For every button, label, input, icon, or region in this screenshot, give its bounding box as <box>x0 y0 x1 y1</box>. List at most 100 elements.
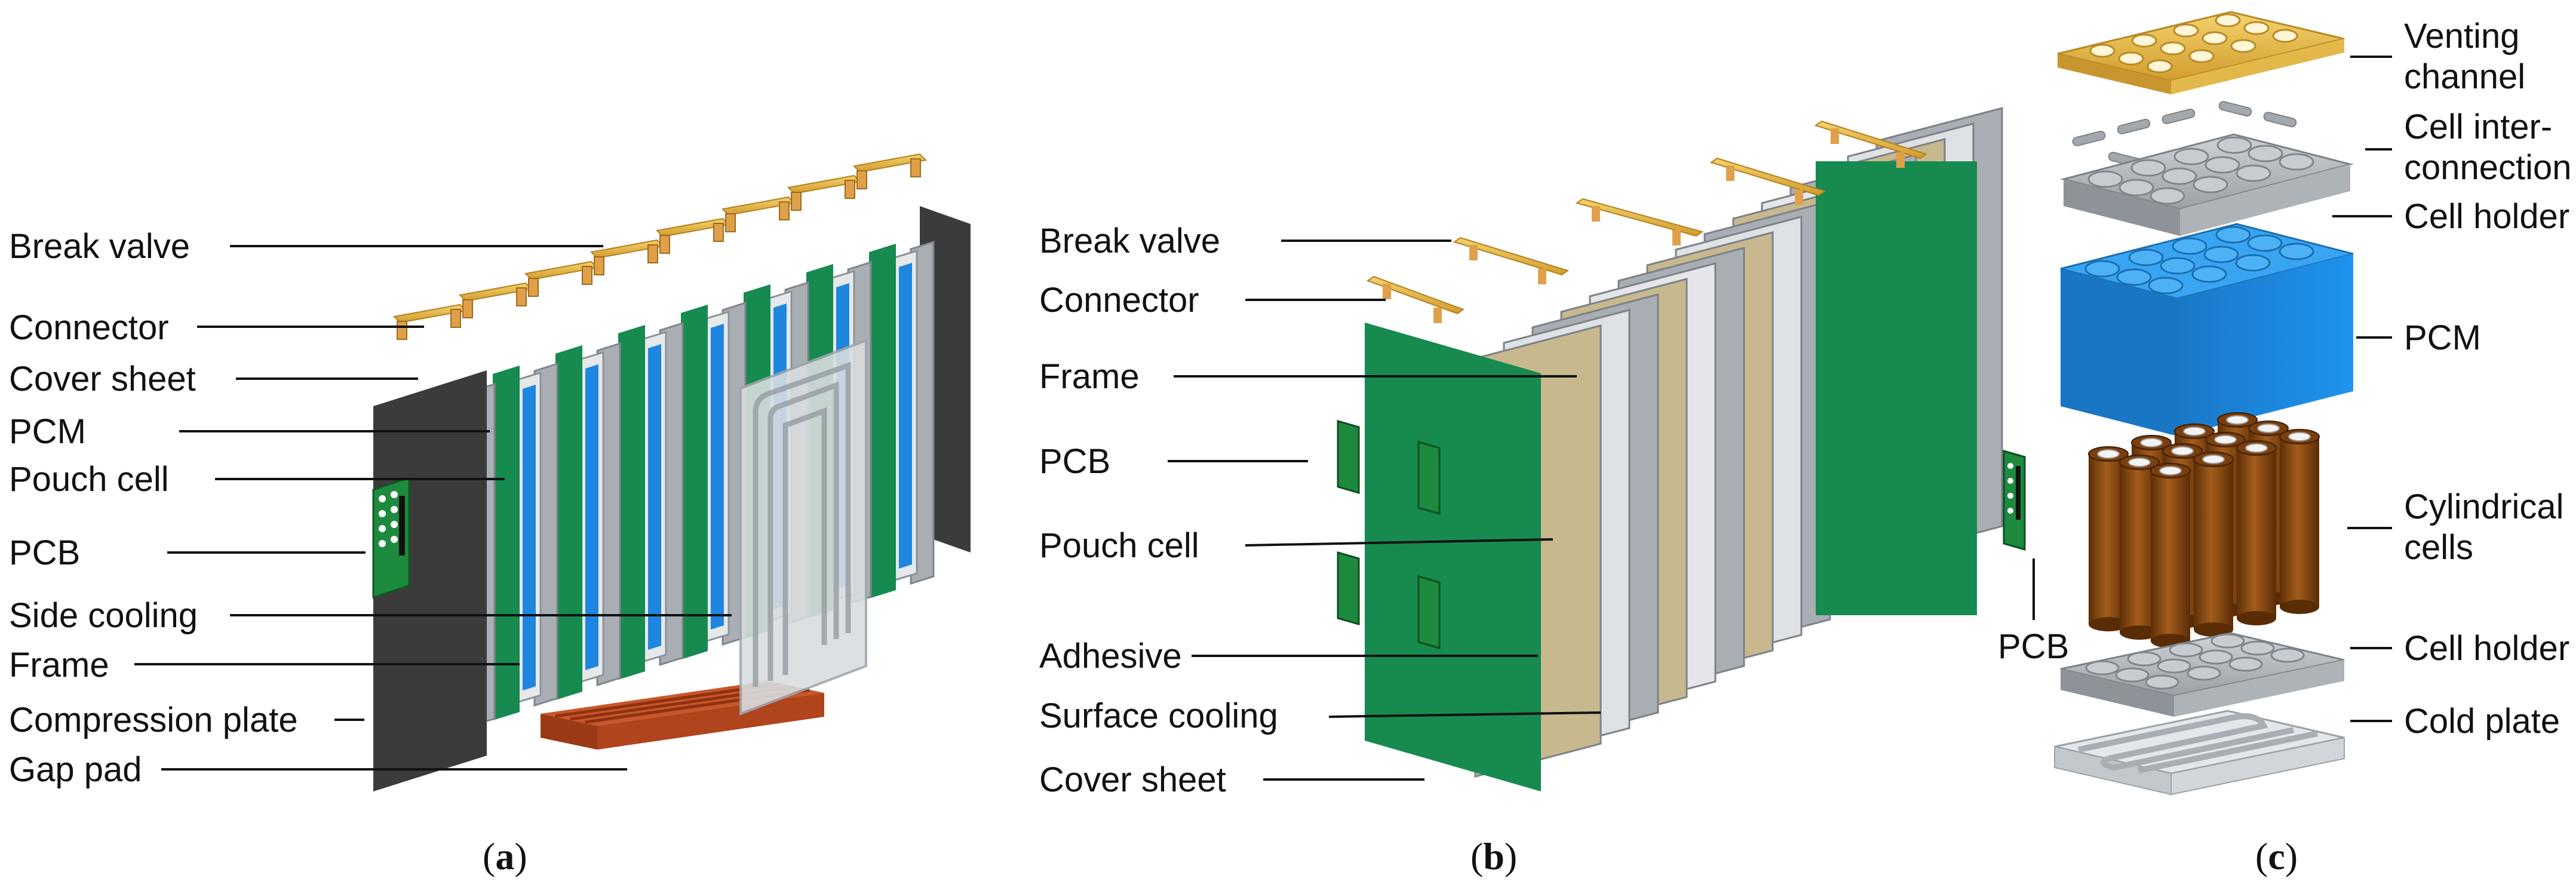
label-cylindrical-cells-1: Cylindrical <box>2404 487 2564 526</box>
holder-cup <box>2193 176 2228 194</box>
label-b-pcb-right: PCB <box>1998 627 2069 666</box>
pcm-layer <box>711 324 724 630</box>
label-b-cover-sheet: Cover sheet <box>1039 760 1226 799</box>
label-cold-plate: Cold plate <box>2404 702 2560 741</box>
cell-bottom <box>2237 611 2276 625</box>
connector-tab <box>1795 189 1803 205</box>
label-gap-pad: Gap pad <box>9 750 142 789</box>
label-cell-interconnection-2: connection <box>2404 148 2572 187</box>
cell-terminal <box>2288 432 2311 441</box>
holder-cup <box>2118 179 2154 197</box>
pcm-block <box>2060 223 2354 436</box>
pcm-hole <box>2116 268 2152 286</box>
holder-cup <box>2279 153 2314 171</box>
cover-layer <box>681 305 708 659</box>
vent-hole <box>2173 23 2199 38</box>
connector-bar <box>1366 275 1465 315</box>
connector-tab <box>1831 128 1839 144</box>
panel-c-drawing <box>2054 11 2354 796</box>
pcm-hole <box>2172 237 2207 255</box>
pcm-layer <box>585 364 598 670</box>
holder-cup <box>2115 667 2150 683</box>
label-break-valve: Break valve <box>9 227 190 266</box>
front-compression-plate <box>373 370 487 791</box>
connector-tab <box>1592 206 1600 222</box>
cell-terminal <box>2097 449 2120 459</box>
label-b-connector: Connector <box>1039 281 1199 320</box>
cell-terminal <box>2159 466 2182 475</box>
pcm-layer <box>648 344 661 650</box>
pcm-layer <box>899 263 912 569</box>
holder-cup <box>2169 642 2203 658</box>
label-cover-sheet: Cover sheet <box>9 360 196 398</box>
vent-hole <box>2147 59 2173 73</box>
connector-bar <box>1453 237 1570 276</box>
holder-cup <box>2228 656 2263 672</box>
panel-a-leaders <box>134 245 732 771</box>
cell-body <box>2194 459 2233 630</box>
pcm-hole <box>2247 234 2283 252</box>
cell-body <box>2280 437 2319 607</box>
cell-bottom <box>2280 600 2319 614</box>
pcm-hole <box>2191 265 2227 283</box>
pcm-hole <box>2235 254 2271 272</box>
cell-terminal <box>2214 435 2237 444</box>
connector-tab <box>856 170 867 189</box>
cover-layer <box>555 345 582 700</box>
vent-hole <box>2202 31 2228 45</box>
cover-layer <box>869 244 896 599</box>
holder-cup <box>2205 156 2240 174</box>
cell-holder-top <box>2060 133 2354 236</box>
label-b-pcb: PCB <box>1039 442 1110 481</box>
connector-bar <box>1814 120 1928 159</box>
holder-cup <box>2087 170 2123 188</box>
cell-terminal <box>2257 423 2280 433</box>
holder-cup <box>2085 660 2120 676</box>
connector-tab <box>1538 269 1546 284</box>
cell-terminal <box>2128 458 2151 467</box>
connector-tab <box>725 213 736 232</box>
connector-tab <box>1383 284 1391 299</box>
vent-hole <box>2243 21 2270 35</box>
holder-cup <box>2173 148 2209 165</box>
holder-cup <box>2161 167 2197 185</box>
panel-b-connectors <box>1366 120 1928 323</box>
label-venting-channel-2: channel <box>2404 57 2525 96</box>
vent-hole <box>2118 51 2144 66</box>
rear-cover-sheet <box>1816 161 1977 615</box>
connector-tab <box>397 321 407 340</box>
panel-c-leaders <box>2332 56 2392 722</box>
panel-a-drawing <box>372 153 971 791</box>
pcm-hole <box>2148 277 2184 294</box>
holder-cup <box>2216 136 2252 154</box>
connector-tab <box>1896 152 1905 168</box>
pcm-hole <box>2215 226 2251 244</box>
front-pcbs <box>1337 420 1441 649</box>
holder-cup <box>2127 651 2161 667</box>
front-pcb <box>372 476 410 599</box>
label-connector: Connector <box>9 308 169 347</box>
connector-tab <box>450 309 461 328</box>
label-cylindrical-cells-2: cells <box>2404 528 2473 567</box>
vent-hole <box>2272 29 2298 43</box>
connector-tab <box>1672 230 1681 245</box>
holder-cup <box>2199 649 2233 665</box>
cell-holder-bottom <box>2060 632 2345 717</box>
connector-tab <box>594 256 604 275</box>
venting-channel <box>2057 11 2345 94</box>
connector-tab <box>791 192 802 211</box>
holder-cup <box>2210 633 2245 649</box>
connector-tab <box>647 244 658 263</box>
cell-body <box>2237 448 2276 618</box>
connector-tab <box>1433 308 1442 323</box>
holder-cup <box>2157 658 2191 674</box>
panel-a-labels: Break valve Connector Cover sheet PCM Po… <box>9 227 298 789</box>
cover-layer <box>493 366 520 720</box>
cylindrical-cells <box>2088 412 2320 648</box>
cell-body <box>2151 471 2190 641</box>
label-cell-holder-bottom: Cell holder <box>2404 629 2569 668</box>
cell-terminal <box>2140 438 2163 447</box>
right-pcb <box>2003 450 2026 551</box>
vent-hole <box>2188 49 2215 63</box>
pcm-hole <box>2160 257 2196 275</box>
